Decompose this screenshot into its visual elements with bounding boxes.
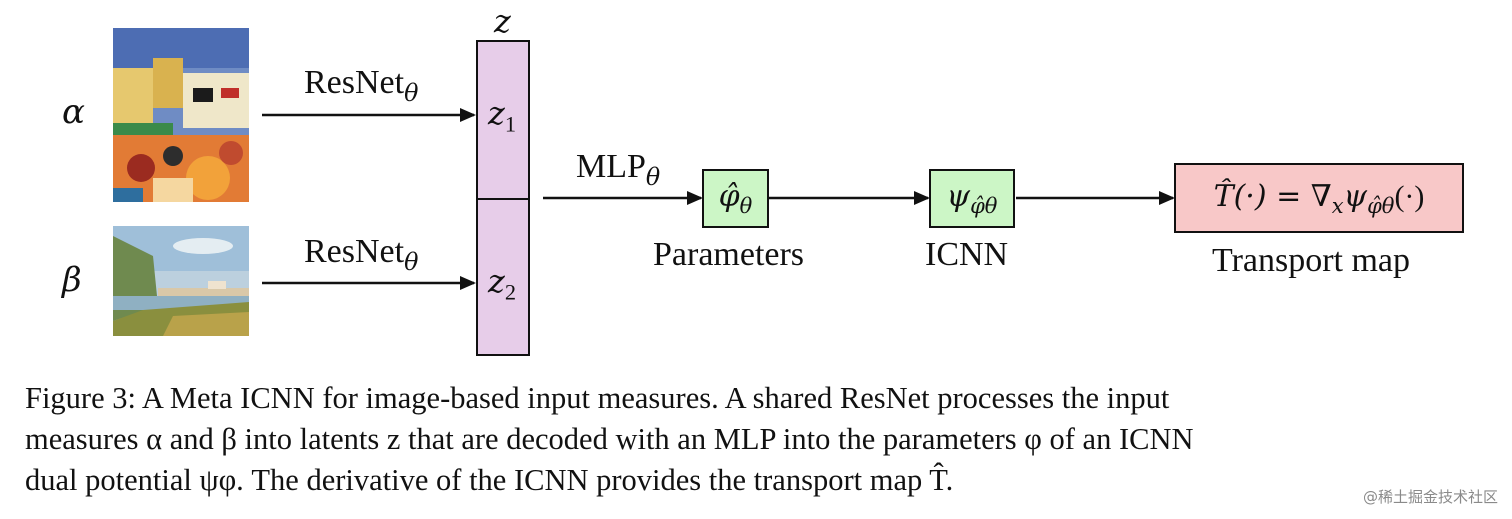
diagram-arrows	[262, 108, 1175, 290]
latent-z2-label: z2	[488, 262, 517, 305]
watermark-text: @稀土掘金技术社区	[1362, 488, 1498, 506]
beta-symbol: β	[62, 260, 82, 300]
resnet-bottom-label: ResNetθ	[304, 233, 419, 276]
beta-painting-image	[113, 226, 249, 336]
icnn-caption: ICNN	[925, 236, 1009, 273]
icnn-box: ψφ̂θ	[929, 169, 1015, 228]
caption-line-1: Figure 3: A Meta ICNN for image-based in…	[25, 381, 1170, 415]
mlp-label: MLPθ	[576, 148, 661, 191]
caption-line-2: measures α and β into latents z that are…	[25, 422, 1194, 456]
alpha-symbol: α	[62, 92, 85, 132]
transport-map-box: T̂(·) = ∇xψφ̂θ(·)	[1174, 163, 1464, 233]
transport-formula: T̂(·) = ∇xψφ̂θ(·)	[1213, 178, 1425, 218]
latent-z1-label: z1	[488, 94, 517, 137]
icnn-symbol: ψφ̂θ	[946, 179, 998, 218]
resnet-top-label: ResNetθ	[304, 64, 419, 107]
latent-title: z	[494, 2, 511, 40]
figure-caption: Figure 3: A Meta ICNN for image-based in…	[25, 378, 1495, 501]
parameters-box: φ̂θ	[702, 169, 769, 228]
transport-map-caption: Transport map	[1212, 242, 1411, 279]
alpha-painting-image	[113, 28, 249, 202]
latent-z2-cell	[476, 198, 530, 356]
parameters-symbol: φ̂θ	[718, 179, 753, 218]
parameters-caption: Parameters	[653, 236, 805, 273]
caption-line-3: dual potential ψφ. The derivative of the…	[25, 463, 954, 497]
